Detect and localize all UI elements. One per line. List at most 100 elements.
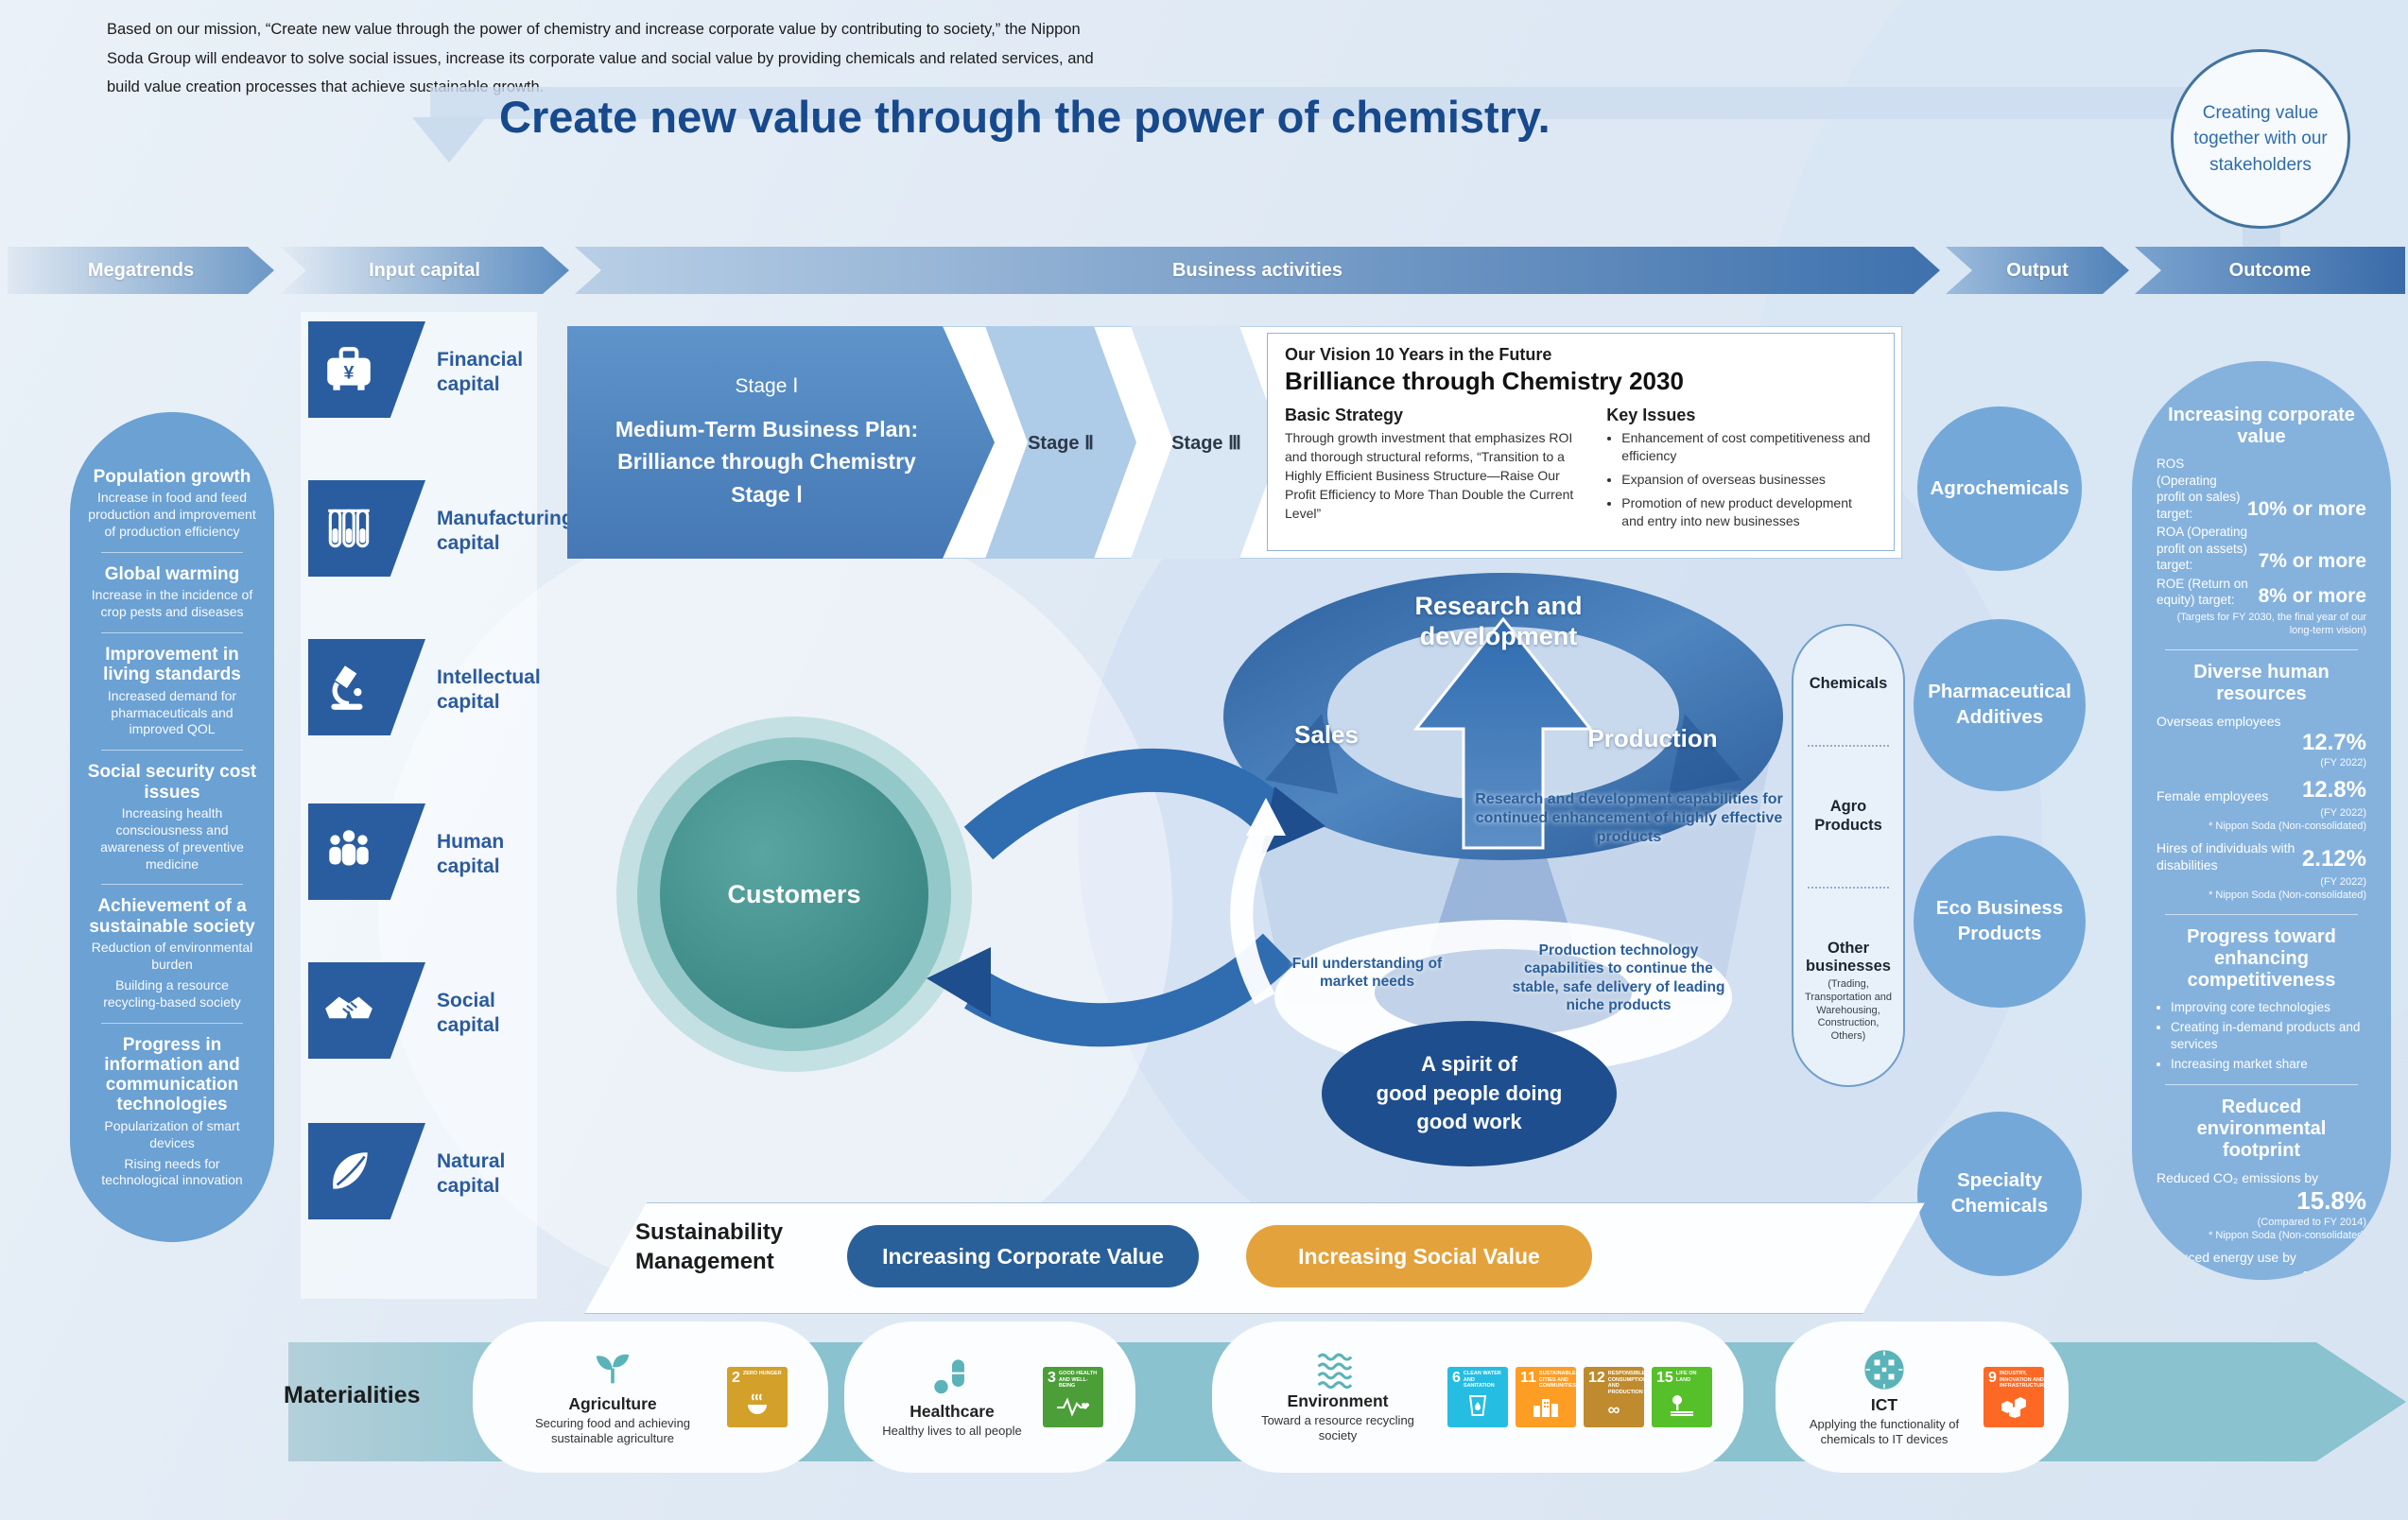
- sdg-label: LIFE ON LAND: [1675, 1371, 1697, 1383]
- outcome-competitiveness: Progress toward enhancing competitivenes…: [2157, 926, 2366, 1073]
- metric-label: Female employees: [2157, 788, 2269, 803]
- microscope-icon: [331, 665, 363, 710]
- dotted-divider: [1807, 886, 1890, 889]
- divider: [2164, 648, 2359, 650]
- capital-label: Manufacturing capital: [437, 508, 574, 554]
- customer-flow-arrows: [927, 748, 1325, 1047]
- megatrend-desc: Increased demand for pharmaceuticals and…: [107, 687, 237, 737]
- metric-label: ROE (Return on equity) target:: [2157, 576, 2248, 608]
- sdg-number: 3: [1048, 1370, 1056, 1386]
- megatrend-desc: Increase in the incidence of crop pests …: [91, 587, 253, 620]
- segment-other-title: Other businesses: [1806, 939, 1891, 976]
- sdg-number: 11: [1520, 1370, 1536, 1386]
- sdg-tile-6: 6 CLEAN WATER AND SANITATION: [1447, 1367, 1508, 1427]
- megatrend-title: Population growth: [93, 467, 251, 487]
- sdg-tile-3: 3 GOOD HEALTH AND WELL-BEING: [1043, 1367, 1103, 1427]
- megatrend-item: Global warming Increase in the incidence…: [86, 564, 258, 621]
- sprout-icon: [596, 1354, 630, 1384]
- metric-value: 2.12%: [2301, 845, 2366, 872]
- flow-label: Outcome: [2228, 259, 2312, 281]
- sdg-label: ZERO HUNGER: [742, 1371, 782, 1376]
- flow-label: Megatrends: [87, 259, 195, 281]
- megatrends-panel: Population growth Increase in food and f…: [70, 412, 274, 1242]
- metric-footnote: * Nippon Soda (Non-consolidated): [2209, 820, 2366, 833]
- outcome-section-title: Reduced environmental footprint: [2196, 1096, 2327, 1161]
- metric-note: (Compared to FY 2014): [2257, 1217, 2366, 1229]
- sdg-label: RESPONSIBLE CONSUMPTION AND PRODUCTION: [1607, 1371, 1648, 1395]
- key-issue: Promotion of new product development and…: [1621, 494, 1877, 530]
- sdg-label: INDUSTRY, INNOVATION AND INFRASTRUCTURE: [1999, 1371, 2048, 1390]
- svg-text:¥: ¥: [344, 362, 355, 383]
- cubes-icon: [1988, 1390, 2039, 1424]
- increasing-social-value-pill: Increasing Social Value: [1246, 1225, 1592, 1287]
- materiality-card-environment: Environment Toward a resource recycling …: [1212, 1321, 1743, 1473]
- sdg-tile-12: 12 RESPONSIBLE CONSUMPTION AND PRODUCTIO…: [1584, 1367, 1648, 1427]
- mission-intro-text: Based on our mission, “Create new value …: [107, 21, 1094, 96]
- capital-label: Intellectual capital: [437, 666, 541, 713]
- output-circle-eco-business-products: Eco Business Products: [1914, 836, 2086, 1008]
- outcome-human-resources: Diverse human resources Overseas employe…: [2157, 662, 2366, 903]
- materiality-card-ict: ICT Applying the functionality of chemic…: [1776, 1321, 2069, 1473]
- basic-strategy: Basic Strategy Through growth investment…: [1285, 406, 1582, 535]
- bullet: Creating in-demand products and services: [2171, 1019, 2366, 1052]
- financial-capital-block: ¥: [308, 321, 425, 418]
- metric-value: 10% or more: [2246, 497, 2366, 520]
- metric-footnote: * Nippon Soda (Non-consolidated): [2209, 890, 2366, 902]
- metric-value: 15.8%: [2296, 1186, 2366, 1216]
- bullet: Improving core technologies: [2171, 999, 2366, 1016]
- divider: [101, 551, 243, 553]
- outcome-environment: Reduced environmental footprint Reduced …: [2157, 1097, 2366, 1280]
- materiality-desc: Securing food and achieving sustainable …: [534, 1415, 691, 1445]
- metric-note: (FY 2022): [2320, 807, 2366, 820]
- key-issue: Expansion of overseas businesses: [1621, 471, 1877, 489]
- sdg-tile-2: 2 ZERO HUNGER: [727, 1367, 788, 1427]
- megatrend-desc: Increase in food and feed production and…: [88, 490, 256, 540]
- waves-icon: [1317, 1353, 1353, 1389]
- key-issues: Key Issues Enhancement of cost competiti…: [1606, 406, 1877, 535]
- megatrend-desc: Building a resource recycling-based soci…: [103, 976, 241, 1010]
- social-capital-block: [308, 962, 425, 1059]
- materiality-desc: Healthy lives to all people: [882, 1423, 1022, 1438]
- outcome-corporate-value: Increasing corporate value ROS (Operatin…: [2157, 405, 2366, 638]
- customers-circle: Customers: [660, 760, 928, 1028]
- metric-value: 8% or more: [2258, 584, 2366, 607]
- capital-label: Social capital: [437, 990, 500, 1036]
- stage1-tag: Stage Ⅰ: [735, 374, 799, 397]
- sdg-number: 15: [1656, 1370, 1673, 1386]
- capital-label: Natural capital: [437, 1150, 506, 1197]
- segment-other-desc: (Trading, Transportation and Warehousing…: [1805, 978, 1892, 1043]
- divider: [2164, 913, 2359, 915]
- megatrend-item: Achievement of a sustainable society Red…: [86, 896, 258, 1010]
- sdg-tile-11: 11 SUSTAINABLE CITIES AND COMMUNITIES: [1516, 1367, 1576, 1427]
- dotted-divider: [1807, 744, 1890, 747]
- megatrend-desc: Popularization of smart devices: [104, 1117, 240, 1150]
- flow-label: Output: [2006, 259, 2069, 281]
- divider: [101, 632, 243, 634]
- pill-label: Increasing Corporate Value: [882, 1243, 1164, 1269]
- increasing-corporate-value-pill: Increasing Corporate Value: [847, 1225, 1199, 1287]
- megatrend-title: Global warming: [104, 563, 240, 584]
- tree-icon: [1656, 1386, 1707, 1424]
- divider: [101, 750, 243, 751]
- basic-strategy-title: Basic Strategy: [1285, 406, 1404, 424]
- megatrend-desc: Rising needs for technological innovatio…: [101, 1155, 243, 1188]
- segment-chemicals: Chemicals: [1809, 675, 1888, 692]
- infinity-icon: ∞: [1607, 1399, 1620, 1419]
- down-arrow-icon: [412, 117, 486, 163]
- sdg-number: 9: [1988, 1370, 1997, 1386]
- metric-label: Hires of individuals with disabilities: [2157, 839, 2295, 872]
- stakeholder-connector-band: [430, 87, 2260, 119]
- outcome-section-title: Progress toward enhancing competitivenes…: [2187, 925, 2336, 991]
- materiality-card-healthcare: Healthcare Healthy lives to all people 3…: [844, 1321, 1135, 1473]
- pill-icon: [934, 1359, 964, 1394]
- pill-label: Increasing Social Value: [1298, 1243, 1540, 1269]
- leaf-icon: [333, 1152, 368, 1189]
- stage1-title: Medium-Term Business Plan: Brilliance th…: [615, 416, 919, 507]
- buildings-icon: [1520, 1390, 1571, 1424]
- materiality-title: ICT: [1870, 1394, 1898, 1414]
- sdg-tile-15: 15 LIFE ON LAND: [1652, 1367, 1712, 1427]
- segment-agro-products: Agro Products: [1814, 797, 1882, 834]
- materiality-card-agriculture: Agriculture Securing food and achieving …: [473, 1321, 828, 1473]
- flow-step-business-activities: Business activities: [575, 247, 1940, 294]
